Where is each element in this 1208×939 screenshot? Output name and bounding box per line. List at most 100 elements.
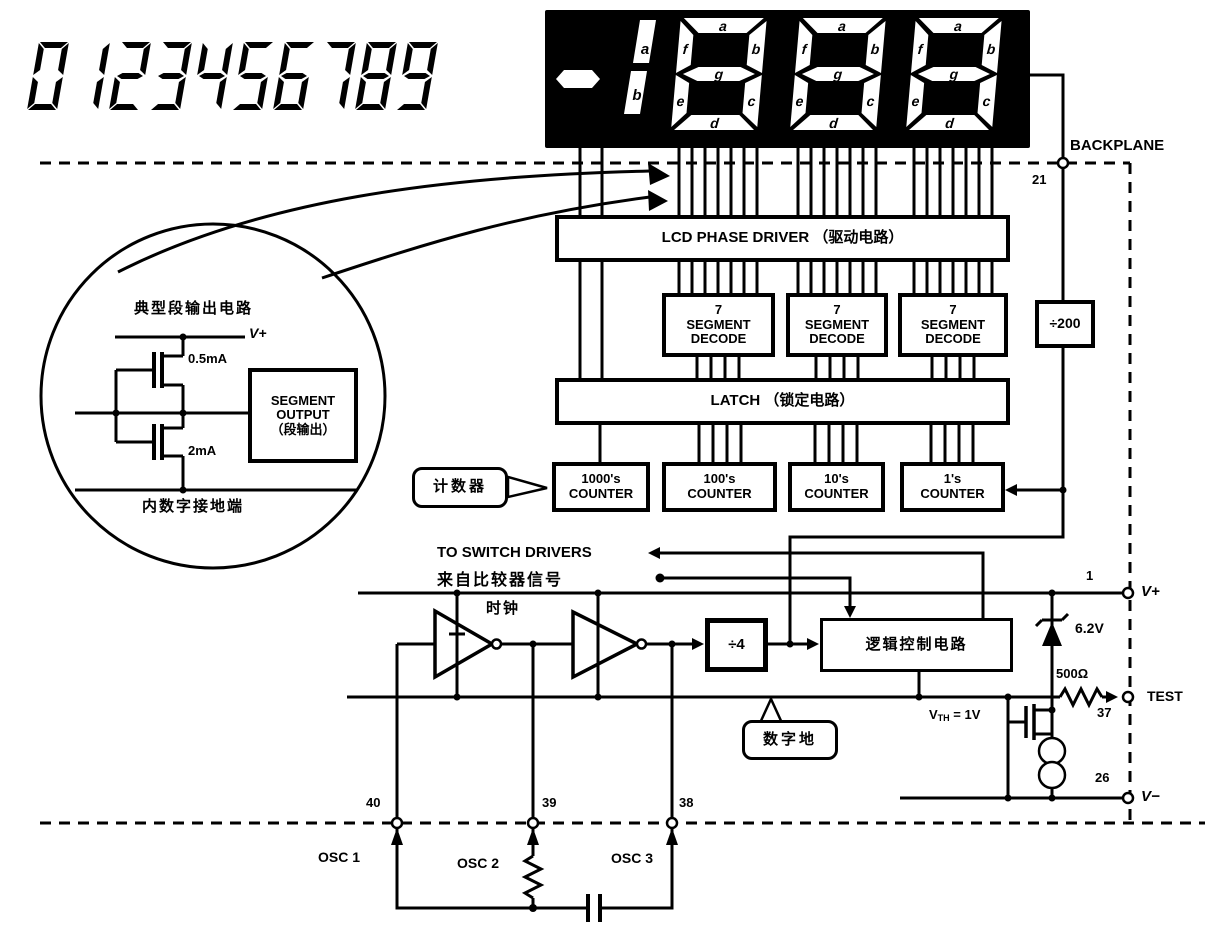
svg-text:c: c bbox=[866, 93, 875, 109]
div-200-block: ÷200 bbox=[1035, 300, 1095, 348]
osc1-label: OSC 1 bbox=[318, 849, 361, 865]
svg-text:b: b bbox=[986, 41, 996, 57]
test-label: TEST bbox=[1147, 688, 1183, 704]
backplane-label: BACKPLANE bbox=[1070, 137, 1165, 154]
svg-text:d: d bbox=[710, 115, 720, 131]
svg-text:e: e bbox=[795, 93, 804, 109]
svg-text:g: g bbox=[948, 66, 959, 82]
pin-26-number: 26 bbox=[1095, 770, 1110, 785]
svg-text:g: g bbox=[832, 66, 843, 82]
segment-decode-block-2: 7 SEGMENT DECODE bbox=[786, 293, 888, 357]
inset-title: 典型段输出电路 bbox=[134, 300, 254, 317]
logic-control-label: 逻辑控制电路 bbox=[865, 635, 968, 653]
arrowheads bbox=[391, 163, 1118, 845]
vth-base: V bbox=[929, 707, 938, 722]
test-mosfet-symbol bbox=[1024, 704, 1036, 740]
div-200-label: ÷200 bbox=[1049, 315, 1081, 332]
counter-callout-label: 计数器 bbox=[432, 478, 487, 496]
chip-boundary-dashed bbox=[40, 161, 1205, 825]
segment-output-line3: （段输出） bbox=[270, 421, 336, 437]
pin-39-number: 39 bbox=[542, 795, 557, 810]
svg-text:a: a bbox=[719, 18, 728, 34]
svg-text:d: d bbox=[945, 115, 955, 131]
osc-resistor-symbol bbox=[521, 854, 545, 900]
osc3-label: OSC 3 bbox=[611, 850, 654, 866]
segment-decode-block-1: 7 SEGMENT DECODE bbox=[662, 293, 775, 357]
inset-mosfet-symbols bbox=[152, 352, 164, 460]
svg-text:f: f bbox=[682, 41, 689, 57]
lcd-phase-driver-block: LCD PHASE DRIVER （驱动电路） bbox=[555, 215, 1010, 262]
v-minus-label: V− bbox=[1141, 788, 1160, 805]
decode-line1: 7 bbox=[833, 302, 841, 318]
latch-label: LATCH （锁定电路） bbox=[710, 392, 855, 410]
callout-tails bbox=[506, 475, 784, 725]
counter-1000s-block: 1000's COUNTER bbox=[552, 462, 650, 512]
counter-word: COUNTER bbox=[568, 486, 634, 501]
pin-37-number: 37 bbox=[1097, 705, 1112, 720]
svg-text:b: b bbox=[751, 41, 761, 57]
inset-circle bbox=[39, 222, 387, 570]
svg-text:a: a bbox=[641, 41, 649, 58]
segment-output-line1: SEGMENT bbox=[270, 392, 336, 408]
segment-output-line2: OUTPUT bbox=[276, 407, 330, 423]
svg-text:e: e bbox=[676, 93, 685, 109]
test-resistor-symbol bbox=[1058, 685, 1104, 709]
vth-sub: TH bbox=[937, 713, 950, 723]
div-4-block: ÷4 bbox=[705, 618, 768, 672]
counter-value: 10's bbox=[824, 471, 849, 487]
decode-line2: SEGMENT bbox=[920, 316, 986, 332]
pin-circles bbox=[390, 156, 1135, 830]
decode-line3: DECODE bbox=[809, 331, 865, 347]
buffer-power-taps bbox=[449, 593, 600, 697]
v-plus-label: V+ bbox=[1141, 583, 1160, 600]
counter-1s-block: 1's COUNTER bbox=[900, 462, 1005, 512]
inset-v-plus-label: V+ bbox=[249, 325, 267, 341]
div-4-label: ÷4 bbox=[728, 635, 745, 653]
svg-text:e: e bbox=[911, 93, 920, 109]
lcd-phase-driver-label: LCD PHASE DRIVER （驱动电路） bbox=[661, 229, 904, 247]
svg-text:d: d bbox=[829, 115, 839, 131]
counter-10s-block: 10's COUNTER bbox=[788, 462, 885, 512]
pin-40-number: 40 bbox=[366, 795, 381, 810]
logic-control-block: 逻辑控制电路 bbox=[820, 618, 1013, 672]
decode-line1: 7 bbox=[714, 302, 723, 318]
counter-word: COUNTER bbox=[920, 486, 985, 501]
counter-value: 1000's bbox=[581, 471, 621, 487]
test-resistor-label: 500Ω bbox=[1056, 666, 1089, 681]
decode-line3: DECODE bbox=[925, 331, 981, 347]
counter-word: COUNTER bbox=[804, 486, 869, 501]
svg-text:b: b bbox=[870, 41, 880, 57]
vth-rest: = 1V bbox=[949, 707, 981, 722]
counter-100s-block: 100's COUNTER bbox=[662, 462, 777, 512]
svg-text:b: b bbox=[632, 87, 641, 104]
osc2-label: OSC 2 bbox=[457, 855, 500, 871]
latch-block: LATCH （锁定电路） bbox=[555, 378, 1010, 425]
counter-value: 1's bbox=[943, 471, 962, 487]
to-switch-drivers-label: TO SWITCH DRIVERS bbox=[437, 544, 592, 561]
font-sample-digits bbox=[27, 42, 438, 110]
svg-text:a: a bbox=[954, 18, 963, 34]
clock-buffer-triangles bbox=[433, 607, 641, 681]
junction-dots bbox=[112, 333, 1067, 912]
zener-diode-symbol bbox=[1034, 612, 1070, 646]
bus-wire-stubs bbox=[578, 148, 994, 462]
inverter-bubbles bbox=[490, 638, 648, 650]
digital-ground-callout: 数字地 bbox=[742, 720, 838, 760]
pin-38-number: 38 bbox=[679, 795, 694, 810]
segment-decode-block-3: 7 SEGMENT DECODE bbox=[898, 293, 1008, 357]
segment-output-block: SEGMENT OUTPUT （段输出） bbox=[248, 368, 358, 463]
svg-text:f: f bbox=[917, 41, 924, 57]
source-current-label: 0.5mA bbox=[188, 351, 228, 366]
decode-line2: SEGMENT bbox=[686, 316, 751, 332]
clock-label: 时钟 bbox=[486, 600, 521, 617]
decode-line1: 7 bbox=[949, 302, 957, 318]
from-comparator-label: 来自比较器信号 bbox=[437, 572, 564, 589]
decode-line3: DECODE bbox=[690, 331, 747, 347]
svg-text:c: c bbox=[747, 93, 756, 109]
counter-callout: 计数器 bbox=[412, 467, 508, 508]
vth-label: VTH = 1V bbox=[929, 707, 980, 723]
decode-line2: SEGMENT bbox=[804, 316, 870, 332]
